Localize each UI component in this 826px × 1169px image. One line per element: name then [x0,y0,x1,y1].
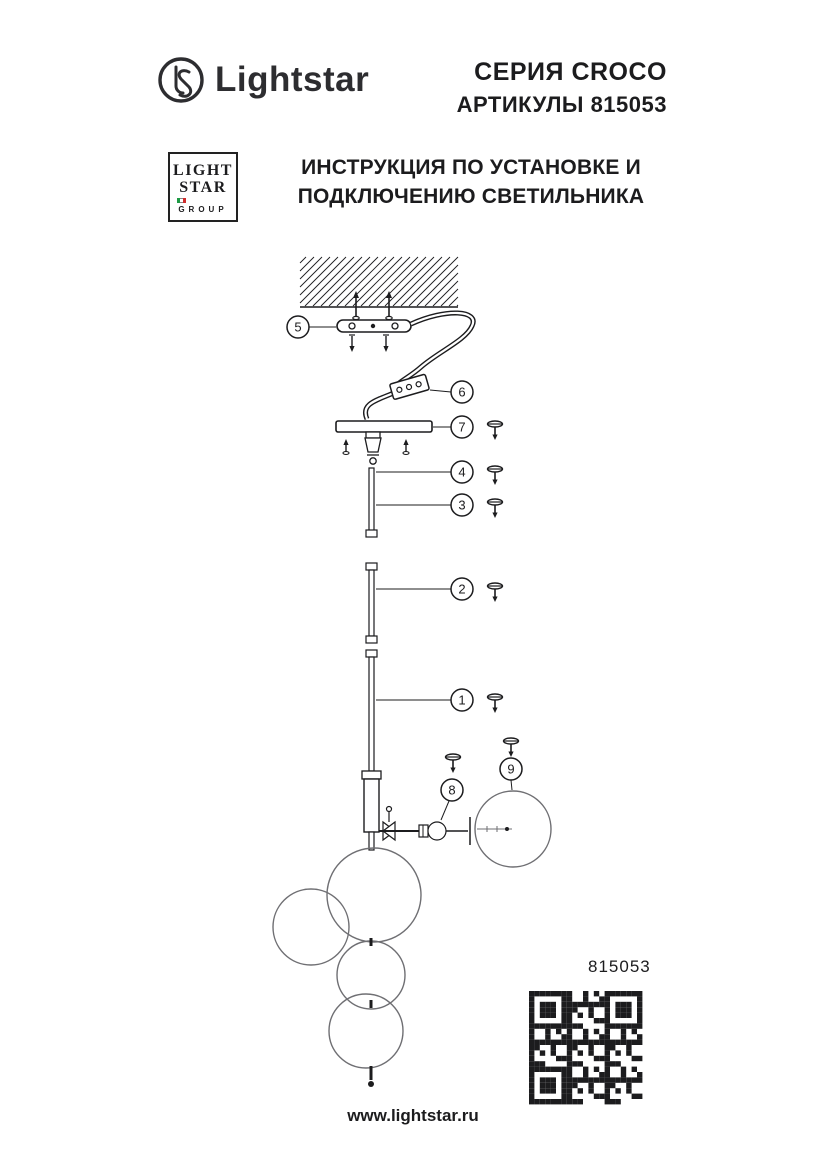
mounting-bracket [336,319,412,352]
callout-4: 4 [376,460,474,484]
website-url: www.lightstar.ru [347,1106,479,1125]
screw-icon [486,420,504,441]
screw-icon [444,753,462,774]
group-logo-light: LIGHT [173,162,233,180]
glass-spheres [272,831,422,1087]
qr-code [529,991,643,1105]
canopy [335,420,433,465]
svg-text:1: 1 [458,693,465,708]
series-title: СЕРИЯ CROCO [474,58,667,86]
callout-1: 1 [376,688,474,712]
italy-flag-icon [177,197,186,203]
callout-2: 2 [376,577,474,601]
lightstar-group-logo: LIGHT STAR GROUP [168,152,238,222]
callout-9: 9 [499,757,523,791]
article-number: 815053 [588,957,651,976]
terminal-block [389,373,430,400]
svg-text:8: 8 [448,783,455,798]
svg-text:3: 3 [458,498,465,513]
svg-text:5: 5 [294,320,301,335]
document-title-line1: ИНСТРУКЦИЯ ПО УСТАНОВКЕ И [301,156,641,179]
screw-icon [502,737,520,758]
callout-6: 6 [429,380,474,404]
svg-text:9: 9 [507,762,514,777]
ceiling-hatch [299,256,459,308]
svg-text:4: 4 [458,465,465,480]
bulb-icon [427,821,447,841]
screw-icon [486,693,504,714]
svg-text:6: 6 [458,385,465,400]
screw-icon [486,498,504,519]
articles-line: АРТИКУЛЫ 815053 [456,92,667,117]
svg-text:7: 7 [458,420,465,435]
lightstar-logo-icon [158,57,204,103]
glass-sphere-detached [474,790,552,868]
svg-text:2: 2 [458,582,465,597]
document-title-line2: ПОДКЛЮЧЕНИЮ СВЕТИЛЬНИКА [297,184,645,208]
callout-5: 5 [286,315,336,339]
rod-sections [365,467,378,772]
brand-logo: Lightstar [156,55,369,105]
screw-icon [486,465,504,486]
brand-name: Lightstar [215,60,370,99]
screw-icon [486,582,504,603]
document-title: ИНСТРУКЦИЯ ПО УСТАНОВКЕ И ПОДКЛЮЧЕНИЮ СВ… [251,154,691,212]
group-logo-star: STAR [179,178,227,196]
series-block: СЕРИЯ CROCO АРТИКУЛЫ 815053 [457,58,667,118]
group-logo-group: GROUP [178,204,228,214]
callout-8: 8 [440,778,464,821]
ceiling-screws [352,291,393,321]
callout-7: 7 [433,415,474,439]
callout-3: 3 [376,493,474,517]
